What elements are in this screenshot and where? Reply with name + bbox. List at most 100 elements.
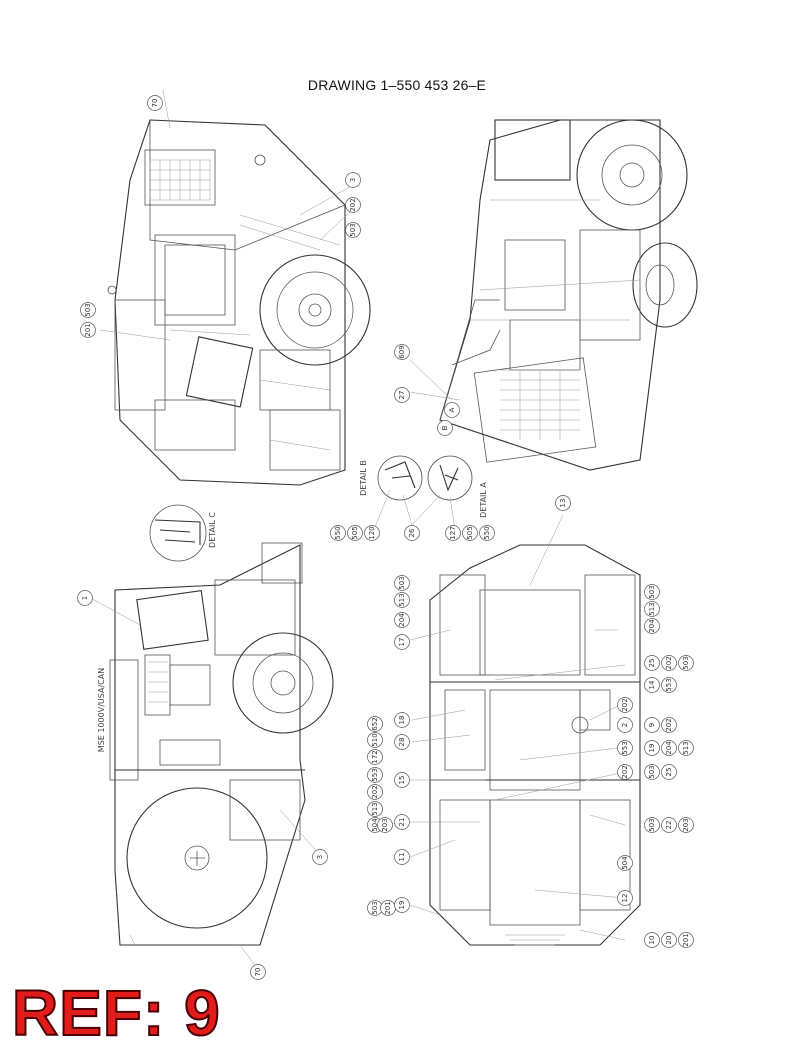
callout-v4_left-14: 203 [377,817,393,833]
callout-v4_right-25: 10 [644,932,660,948]
callout-label: 12 [621,894,629,903]
callout-v4_left-9: 553 [367,767,383,783]
callout-label: 22 [665,821,673,830]
callout-label: 513 [682,741,690,754]
callout-v4_right-7: 14 [644,677,660,693]
callout-label: 201 [84,323,92,336]
callout-label: 505 [466,526,474,539]
callout-label: A [448,407,456,412]
callout-v4_right-20: 503 [644,817,660,833]
detail-b-label: DETAIL B [359,460,368,496]
reference-badge: REF: 9 [11,977,221,1049]
callout-label: 203 [381,818,389,831]
callout-label: 550 [483,526,491,539]
callout-label: 70 [254,968,262,977]
callout-v2-2: A [444,402,460,418]
callout-v1-1: 3 [345,172,361,188]
view-isometric-right [409,119,698,471]
callout-label: 11 [398,853,406,862]
callout-details-3: 26 [404,525,420,541]
callout-label: 202 [621,698,629,711]
callout-details-6: 550 [479,525,495,541]
callout-label: 25 [665,768,673,777]
callout-v1-0: 70 [147,95,163,111]
callout-v4_right-21: 22 [661,817,677,833]
view-isometric-left [99,89,371,486]
callout-label: 172 [371,750,379,763]
callout-label: 513 [398,593,406,606]
callout-label: 553 [371,768,379,781]
callout-v4_right-10: 2 [617,717,633,733]
callout-label: 27 [398,391,406,400]
callout-label: 20 [665,936,673,945]
callout-v4_left-7: 172 [367,749,383,765]
callout-label: 553 [621,741,629,754]
callout-v2-3: B [437,420,453,436]
callout-v3-2: 70 [250,964,266,980]
callout-label: 553 [665,678,673,691]
callout-v4_right-6: 503 [678,655,694,671]
callout-label: 513 [371,802,379,815]
callout-label: 202 [349,198,357,211]
detail-a-label: DETAIL A [479,482,488,518]
callout-v4_right-16: 513 [678,740,694,756]
callout-label: 10 [648,936,656,945]
callout-v4_left-12: 15 [394,772,410,788]
callout-label: 3 [349,178,357,182]
callout-v4_right-14: 19 [644,740,660,756]
callout-label: 201 [682,933,690,946]
callout-v4_right-11: 9 [644,717,660,733]
callout-label: 13 [559,499,567,508]
callout-details-0: 550 [330,525,346,541]
callout-label: 609 [398,345,406,358]
callout-v1-2: 202 [345,197,361,213]
callout-v4_right-22: 203 [678,817,694,833]
callout-label: 26 [408,528,416,537]
callout-label: 203 [682,818,690,831]
callout-v1-3: 503 [345,222,361,238]
callout-label: 17 [398,638,406,647]
callout-label: 202 [621,765,629,778]
callout-label: 3 [316,855,324,859]
callout-v3-0: 1 [77,590,93,606]
callout-v4_right-2: 513 [644,601,660,617]
callout-v4_left-15: 21 [394,814,410,830]
callout-label: 9 [648,723,656,727]
callout-label: 202 [371,785,379,798]
callout-v4_right-17: 503 [644,764,660,780]
view-side [84,542,334,966]
callout-v4_left-6: 510 [367,732,383,748]
callout-details-1: 505 [347,525,363,541]
callout-v4_left-8: 28 [394,734,410,750]
callout-label: 25 [648,659,656,668]
callout-label: 19 [398,901,406,910]
callout-label: 1 [81,596,89,600]
callout-label: 503 [349,223,357,236]
callout-v1-5: 503 [80,302,96,318]
callout-v2-1: 27 [394,387,410,403]
model-label: MSE 1000V/USA/CAN [97,668,106,752]
callout-v4_right-4: 25 [644,655,660,671]
callout-v4_right-12: 202 [661,717,677,733]
callout-label: 202 [665,718,673,731]
callout-v4_right-26: 20 [661,932,677,948]
callout-label: 202 [665,656,673,669]
callout-label: 14 [648,680,656,689]
callout-label: 503 [398,576,406,589]
callout-v4_right-24: 12 [617,890,633,906]
callout-label: 204 [648,619,656,633]
callout-label: 510 [371,733,379,746]
callout-v4_right-8: 553 [661,677,677,693]
callout-label: 127 [449,526,457,539]
callout-v4_left-5: 652 [367,716,383,732]
detail-c-label: DETAIL C [208,512,217,548]
callout-label: 652 [371,717,379,730]
callout-v1-4: 201 [80,322,96,338]
callout-label: 201 [384,901,392,914]
callout-label: 503 [648,765,656,778]
callout-v4_left-16: 11 [394,849,410,865]
callout-label: 15 [398,776,406,785]
view-top [409,514,641,946]
callout-label: 21 [398,818,406,827]
